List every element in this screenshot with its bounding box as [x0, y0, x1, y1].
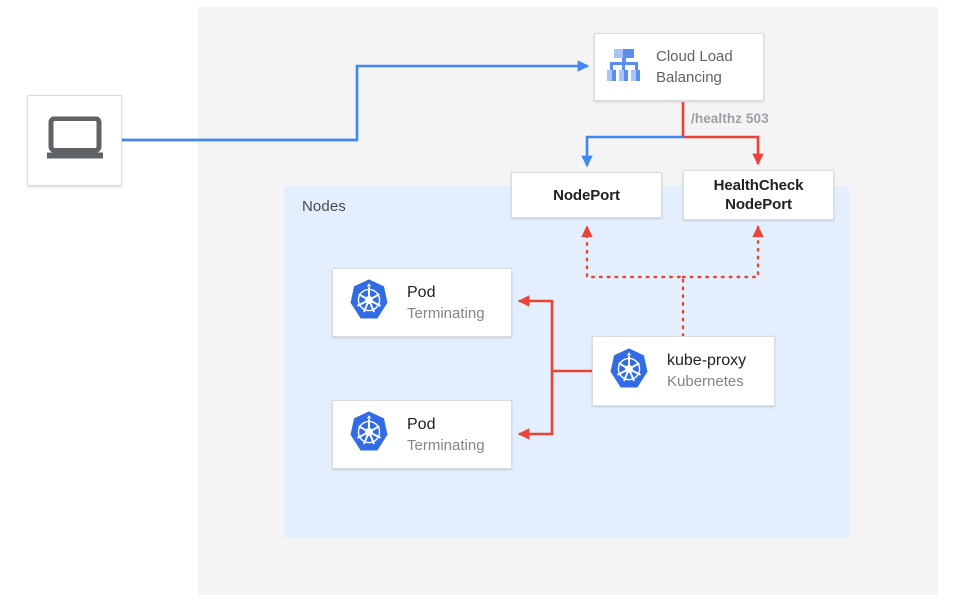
cloud-load-balancing-label-line1: Cloud Load [656, 48, 733, 65]
pod-subtitle: Terminating [407, 304, 485, 322]
kube-proxy-card: kube-proxy Kubernetes [592, 336, 775, 406]
pod-card: Pod Terminating [332, 268, 512, 337]
kubernetes-icon [607, 347, 651, 396]
pod-title: Pod [407, 283, 436, 301]
pod-text: Pod Terminating [407, 415, 485, 454]
cloud-load-balancing-card: Cloud Load Balancing [594, 33, 764, 101]
laptop-icon [45, 115, 105, 165]
cloud-load-balancing-icon [606, 48, 642, 87]
pod-title: Pod [407, 415, 436, 433]
nodeport-card: NodePort [511, 172, 662, 218]
cloud-load-balancing-label: Cloud Load Balancing [656, 46, 733, 88]
kube-proxy-subtitle: Kubernetes [667, 373, 744, 390]
kubernetes-icon [347, 410, 391, 459]
pod-card: Pod Terminating [332, 400, 512, 469]
nodes-region-label: Nodes [302, 198, 346, 215]
healthcheck-nodeport-label: HealthCheck NodePort [714, 176, 804, 214]
healthcheck-nodeport-label-line1: HealthCheck [713, 177, 804, 194]
cloud-load-balancing-label-line2: Balancing [656, 69, 722, 86]
healthz-annotation: /healthz 503 [691, 111, 769, 126]
kubernetes-icon [347, 278, 391, 327]
pod-subtitle: Terminating [407, 436, 485, 454]
healthcheck-nodeport-label-line2: NodePort [725, 196, 792, 213]
pod-text: Pod Terminating [407, 283, 485, 322]
nodeport-label: NodePort [553, 186, 620, 204]
kube-proxy-text: kube-proxy Kubernetes [667, 352, 747, 390]
kube-proxy-title: kube-proxy [667, 352, 747, 369]
healthcheck-nodeport-card: HealthCheck NodePort [683, 170, 834, 220]
client-card [27, 95, 122, 186]
